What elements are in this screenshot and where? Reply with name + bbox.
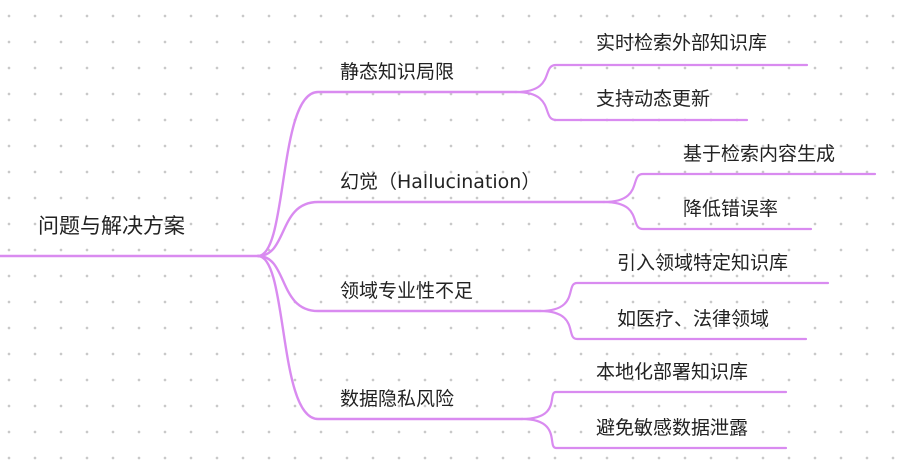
connector-line [256, 254, 524, 421]
leaf-node[interactable]: 避免敏感数据泄露 [596, 417, 749, 439]
connector-line [514, 63, 809, 94]
leaf-node[interactable]: 本地化部署知识库 [596, 361, 749, 383]
connector-line [256, 200, 606, 258]
leaf-node[interactable]: 基于检索内容生成 [683, 143, 836, 165]
leaf-node[interactable]: 支持动态更新 [596, 88, 711, 110]
branch-node-domain-expertise[interactable]: 领域专业性不足 [340, 280, 474, 302]
branch-node-hallucination[interactable]: 幻觉（Hallucination） [340, 171, 541, 193]
leaf-node[interactable]: 如医疗、法律领域 [617, 308, 770, 330]
root-node[interactable]: 问题与解决方案 [38, 214, 185, 238]
connector-line [538, 309, 808, 341]
connector-line [602, 200, 813, 231]
connector-line [520, 390, 788, 421]
leaf-node[interactable]: 引入领域特定知识库 [617, 252, 789, 274]
connector-line [256, 254, 542, 313]
branch-node-static-knowledge[interactable]: 静态知识局限 [340, 61, 455, 83]
leaf-node[interactable]: 实时检索外部知识库 [596, 32, 768, 54]
branch-node-data-privacy[interactable]: 数据隐私风险 [340, 388, 455, 410]
connector-line [602, 172, 877, 204]
connector-line [520, 417, 788, 450]
leaf-node[interactable]: 降低错误率 [683, 198, 779, 220]
connector-line [256, 90, 518, 258]
connector-line [538, 281, 830, 313]
connector-line [514, 90, 749, 122]
